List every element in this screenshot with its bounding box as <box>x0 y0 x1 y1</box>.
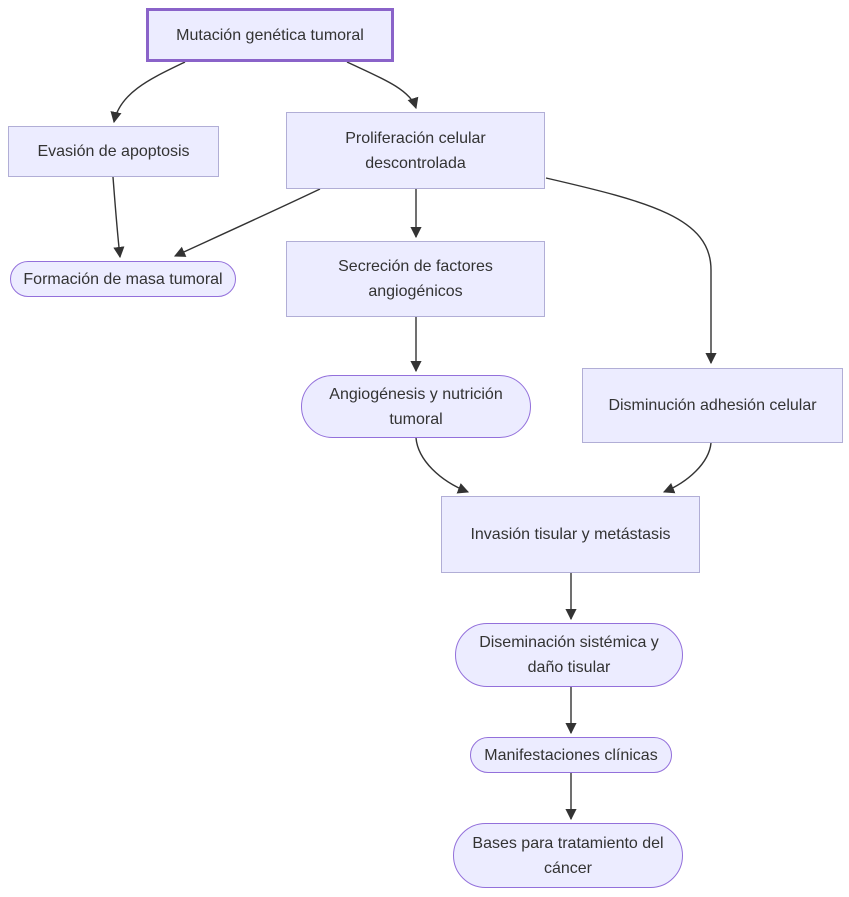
node-formacion-masa-tumoral: Formación de masa tumoral <box>10 261 236 297</box>
edge-mutacion-to-evasion <box>110 61 186 124</box>
node-secrecion-factores-angiogenicos: Secreción de factores angiogénicos <box>286 241 545 317</box>
node-disminucion-adhesion-celular: Disminución adhesión celular <box>582 368 843 443</box>
node-angiogenesis-nutricion: Angiogénesis y nutrición tumoral <box>301 375 531 438</box>
node-label: Proliferación celular descontrolada <box>345 129 486 172</box>
node-label: Angiogénesis y nutrición tumoral <box>329 385 503 428</box>
edge-disminucion-to-invasion <box>662 442 712 494</box>
node-mutacion-genetica-tumoral: Mutación genética tumoral <box>146 8 394 62</box>
node-diseminacion-sistemica: Diseminación sistémica y daño tisular <box>455 623 683 687</box>
node-bases-tratamiento-cancer: Bases para tratamiento del cáncer <box>453 823 683 888</box>
edge-angiogenesis-to-invasion <box>415 437 470 494</box>
node-label: Bases para tratamiento del cáncer <box>472 834 664 877</box>
node-label: Secreción de factores angiogénicos <box>338 258 493 300</box>
node-evasion-de-apoptosis: Evasión de apoptosis <box>8 126 219 177</box>
node-invasion-tisular-metastasis: Invasión tisular y metástasis <box>441 496 700 573</box>
edge-proliferacion-to-disminucion <box>545 177 717 365</box>
node-label: Formación de masa tumoral <box>23 270 223 288</box>
node-label: Manifestaciones clínicas <box>484 746 658 764</box>
node-label: Disminución adhesión celular <box>608 397 817 414</box>
node-label: Invasión tisular y metástasis <box>470 526 671 543</box>
edge-mutacion-to-proliferacion <box>346 61 419 110</box>
node-label: Mutación genética tumoral <box>176 26 364 44</box>
node-manifestaciones-clinicas: Manifestaciones clínicas <box>470 737 672 773</box>
edge-evasion-to-formacion <box>112 176 125 259</box>
node-label: Diseminación sistémica y daño tisular <box>479 634 659 676</box>
node-label: Evasión de apoptosis <box>37 143 190 160</box>
node-proliferacion-celular: Proliferación celular descontrolada <box>286 112 545 189</box>
